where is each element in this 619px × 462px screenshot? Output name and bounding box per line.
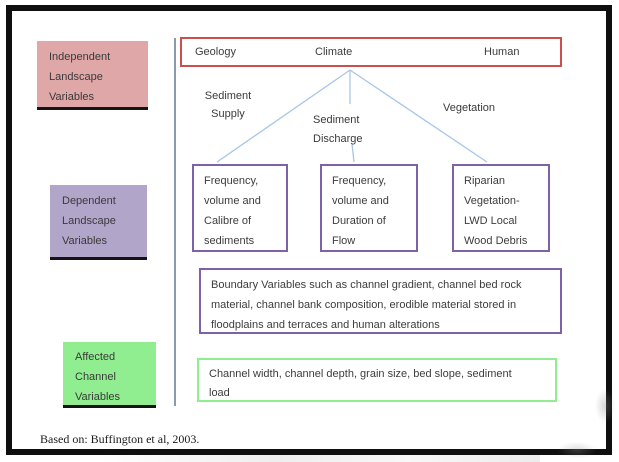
vertical-divider-line xyxy=(174,38,176,406)
dependent-box-sediments: Frequency, volume and Calibre of sedimen… xyxy=(192,164,288,252)
scan-artifact-bottom-edge xyxy=(100,455,540,462)
dependent-box-flow: Frequency, volume and Duration of Flow xyxy=(320,164,418,252)
dependent-box-riparian-vegetation: Riparian Vegetation- LWD Local Wood Debr… xyxy=(452,164,550,252)
source-citation: Based on: Buffington et al, 2003. xyxy=(40,432,200,446)
legend-affected-channel-variables: Affected Channel Variables xyxy=(63,342,156,408)
independent-variables-row: Geology Climate Human xyxy=(180,37,562,67)
edge-label-sediment-supply: Sediment Supply xyxy=(204,90,252,120)
top-item-human: Human xyxy=(484,46,520,58)
top-item-climate: Climate xyxy=(315,46,353,58)
edge-label-sediment-discharge: Sediment Discharge xyxy=(313,114,363,145)
legend-independent-landscape-variables: Independent Landscape Variables xyxy=(37,41,148,110)
scan-artifact-corner xyxy=(549,382,619,462)
affected-channel-variables-box: Channel width, channel depth, grain size… xyxy=(197,358,557,402)
edge-label-vegetation: Vegetation xyxy=(443,102,495,114)
legend-dependent-landscape-variables: Dependent Landscape Variables xyxy=(50,185,147,260)
boundary-variables-box: Boundary Variables such as channel gradi… xyxy=(199,268,562,334)
top-item-geology: Geology xyxy=(195,46,236,58)
